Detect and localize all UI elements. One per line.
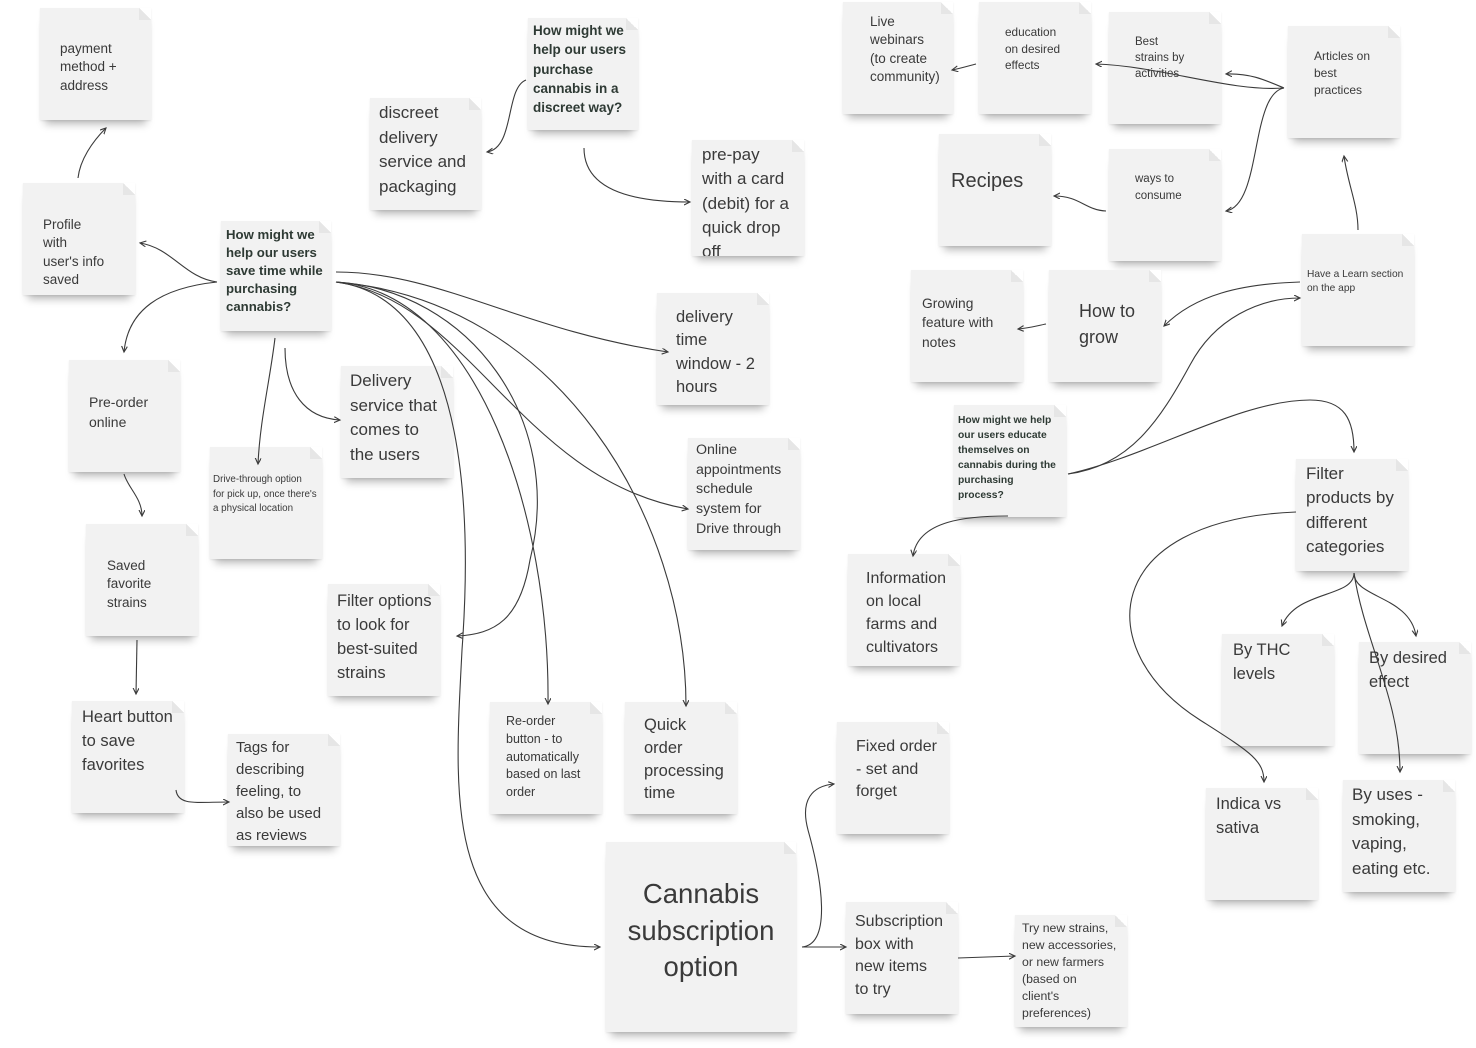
sticky-note-text: Recipes	[951, 170, 1024, 192]
sticky-note-text: Pre-order online	[89, 394, 149, 431]
connector-learn-to-articles	[1344, 156, 1359, 231]
question-note-discreet[interactable]: How might we help our users purchase can…	[528, 18, 638, 130]
sticky-note-delivery-window[interactable]: delivery time window - 2 hours	[657, 293, 769, 405]
sticky-note-text: By uses - smoking, vaping, eating etc.	[1352, 785, 1431, 878]
connector-learn-to-how-to-grow	[1164, 281, 1301, 326]
sticky-note-text: Have a Learn section on the app	[1307, 269, 1404, 295]
sticky-note-learn-section[interactable]: Have a Learn section on the app	[1302, 234, 1414, 346]
question-text: How might we help our users purchase can…	[533, 23, 627, 116]
sticky-note-text: pre-pay with a card (debit) for a quick …	[702, 145, 789, 256]
connector-subscription-to-fixed-order	[801, 784, 834, 948]
connector-question-to-delivery-service	[284, 347, 340, 420]
sticky-note-online-appointments[interactable]: Online appointments schedule system for …	[688, 438, 800, 550]
sticky-note-saved-strains[interactable]: Saved favorite strains	[86, 524, 198, 636]
sticky-note-by-uses[interactable]: By uses - smoking, vaping, eating etc.	[1343, 780, 1455, 892]
sticky-note-subscription-option[interactable]: Cannabis subscription option	[606, 842, 796, 1032]
connector-saved-to-heart	[136, 639, 137, 694]
sticky-note-discreet-delivery[interactable]: discreet delivery service and packaging	[370, 98, 481, 210]
sticky-note-text: Growing feature with notes	[922, 296, 994, 350]
sticky-note-profile[interactable]: Profile with user's info saved	[23, 183, 135, 295]
sticky-note-text: By desired effect	[1369, 649, 1447, 691]
sticky-note-text: By THC levels	[1233, 641, 1291, 683]
connector-articles-to-best-strains	[1226, 74, 1285, 89]
sticky-note-text: education on desired effects	[1005, 25, 1061, 73]
sticky-note-desired-effect[interactable]: By desired effect	[1359, 642, 1471, 754]
connector-preorder-to-saved	[123, 473, 142, 516]
sticky-note-tags[interactable]: Tags for describing feeling, to also be …	[228, 734, 340, 846]
sticky-note-drive-through[interactable]: Drive-through option for pick up, once t…	[210, 447, 322, 559]
sticky-note-indica-sativa[interactable]: Indica vs sativa	[1206, 788, 1318, 900]
sticky-note-text: Information on local farms and cultivato…	[866, 570, 947, 657]
sticky-note-text: Tags for describing feeling, to also be …	[236, 739, 322, 844]
sticky-note-thc-levels[interactable]: By THC levels	[1222, 634, 1334, 746]
sticky-note-text: Re-order button - to automatically based…	[506, 714, 581, 799]
sticky-note-subscription-box[interactable]: Subscription box with new items to try	[846, 902, 958, 1014]
connector-box-to-try-new	[957, 956, 1015, 958]
sticky-note-fixed-order[interactable]: Fixed order - set and forget	[837, 722, 949, 834]
sticky-note-education-effects[interactable]: education on desired effects	[979, 2, 1091, 114]
sticky-note-recipes[interactable]: Recipes	[939, 134, 1051, 246]
sticky-note-articles[interactable]: Articles on best practices	[1288, 26, 1400, 138]
sticky-note-heart-button[interactable]: Heart button to save favorites	[72, 701, 184, 813]
connector-educate-question-to-local-farms	[913, 515, 1009, 556]
sticky-note-text: Best strains by activities	[1135, 36, 1185, 81]
connector-discreet-question-to-prepay	[583, 147, 690, 202]
sticky-note-text: Drive-through option for pick up, once t…	[213, 474, 317, 515]
sticky-note-text: Cannabis subscription option	[627, 878, 775, 983]
sticky-note-text: Filter products by different categories	[1306, 464, 1394, 557]
connector-ways-to-recipes	[1054, 196, 1107, 212]
connector-education-to-webinars	[952, 63, 977, 70]
connector-articles-to-ways	[1226, 87, 1285, 211]
sticky-note-payment[interactable]: payment method + address	[40, 8, 151, 120]
sticky-note-text: Fixed order - set and forget	[856, 738, 937, 801]
sticky-note-best-strains[interactable]: Best strains by activities	[1109, 12, 1221, 124]
sticky-note-text: Delivery service that comes to the users	[350, 371, 437, 464]
sticky-note-text: Saved favorite strains	[107, 558, 152, 610]
sticky-note-text: Try new strains, new accessories, or new…	[1022, 921, 1117, 1020]
sticky-note-delivery-service[interactable]: Delivery service that comes to the users	[341, 366, 453, 478]
sticky-note-text: Articles on best practices	[1314, 49, 1371, 97]
sticky-note-text: Live webinars (to create community)	[870, 14, 940, 85]
sticky-note-how-to-grow[interactable]: How to grow	[1049, 270, 1161, 382]
sticky-note-live-webinars[interactable]: Live webinars (to create community)	[843, 2, 953, 114]
sticky-note-text: ways to consume	[1135, 173, 1182, 202]
sticky-note-text: payment method + address	[60, 41, 117, 93]
connector-profile-to-payment	[77, 128, 106, 179]
connector-question-to-drive-through	[258, 337, 276, 464]
sticky-note-text: Online appointments schedule system for …	[696, 442, 782, 537]
sticky-note-preorder[interactable]: Pre-order online	[69, 360, 180, 472]
sticky-note-quick-order[interactable]: Quick order processing time	[625, 702, 737, 814]
sticky-note-text: Quick order processing time	[644, 716, 724, 803]
sticky-note-reorder[interactable]: Re-order button - to automatically based…	[490, 702, 602, 814]
sticky-note-ways-consume[interactable]: ways to consume	[1109, 149, 1221, 261]
sticky-note-text: How to grow	[1079, 301, 1136, 348]
sticky-note-text: Profile with user's info saved	[43, 217, 105, 288]
sticky-note-growing-feature[interactable]: Growing feature with notes	[911, 270, 1023, 382]
sticky-note-text: Subscription box with new items to try	[855, 913, 944, 999]
sticky-note-prepay[interactable]: pre-pay with a card (debit) for a quick …	[692, 140, 804, 256]
sticky-note-try-new[interactable]: Try new strains, new accessories, or new…	[1015, 915, 1127, 1027]
sticky-note-text: Filter options to look for best-suited s…	[337, 592, 432, 683]
sticky-note-text: Heart button to save favorites	[82, 708, 173, 774]
question-text: How might we help our users educate them…	[958, 415, 1056, 501]
question-note-save-time[interactable]: How might we help our users save time wh…	[221, 221, 331, 331]
sticky-note-text: delivery time window - 2 hours	[676, 308, 755, 397]
sticky-note-filter-categories[interactable]: Filter products by different categories	[1296, 459, 1408, 571]
sticky-note-text: Indica vs sativa	[1216, 795, 1282, 837]
connector-filter-to-desired-effect	[1353, 572, 1416, 636]
connector-question-to-delivery-window	[335, 271, 668, 352]
question-text: How might we help our users save time wh…	[226, 227, 323, 314]
connector-question-to-profile	[140, 243, 218, 283]
sticky-note-filter-options[interactable]: Filter options to look for best-suited s…	[328, 584, 440, 696]
sticky-note-local-farms[interactable]: Information on local farms and cultivato…	[848, 554, 960, 666]
sticky-note-text: discreet delivery service and packaging	[379, 103, 466, 196]
question-note-educate[interactable]: How might we help our users educate them…	[954, 405, 1066, 517]
connector-discreet-question-to-delivery	[487, 79, 527, 152]
connector-question-to-preorder	[124, 281, 218, 352]
connector-filter-to-thc	[1282, 572, 1355, 626]
